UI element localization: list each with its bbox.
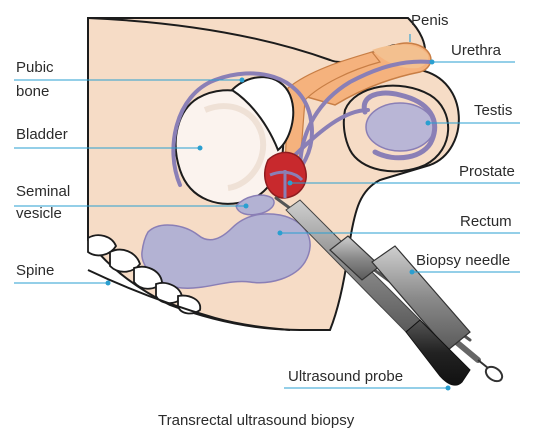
dot-testis <box>426 121 431 126</box>
label-seminal-vesicle-1: Seminal <box>16 183 70 200</box>
label-pubic-bone-1: Pubic <box>16 59 54 76</box>
label-penis: Penis <box>411 12 449 29</box>
dot-spine <box>106 281 111 286</box>
testis-shape <box>366 103 434 151</box>
dot-rectum <box>278 231 283 236</box>
label-pubic-bone-2: bone <box>16 83 49 100</box>
figure-caption: Transrectal ultrasound biopsy <box>158 412 355 429</box>
dot-pubic <box>240 78 245 83</box>
dot-urethra <box>430 60 435 65</box>
label-bladder: Bladder <box>16 126 68 143</box>
label-prostate: Prostate <box>459 163 515 180</box>
label-rectum: Rectum <box>460 213 512 230</box>
label-testis: Testis <box>474 102 512 119</box>
label-ultrasound-probe: Ultrasound probe <box>288 368 403 385</box>
label-seminal-vesicle-2: vesicle <box>16 205 62 222</box>
dot-seminal <box>244 204 249 209</box>
label-biopsy-needle: Biopsy needle <box>416 252 510 269</box>
dot-prostate <box>288 181 293 186</box>
biopsy-needle-ring-stem <box>478 360 488 368</box>
dot-probe <box>446 386 451 391</box>
label-urethra: Urethra <box>451 42 502 59</box>
dot-needle <box>410 270 415 275</box>
dot-bladder <box>198 146 203 151</box>
label-spine: Spine <box>16 262 54 279</box>
